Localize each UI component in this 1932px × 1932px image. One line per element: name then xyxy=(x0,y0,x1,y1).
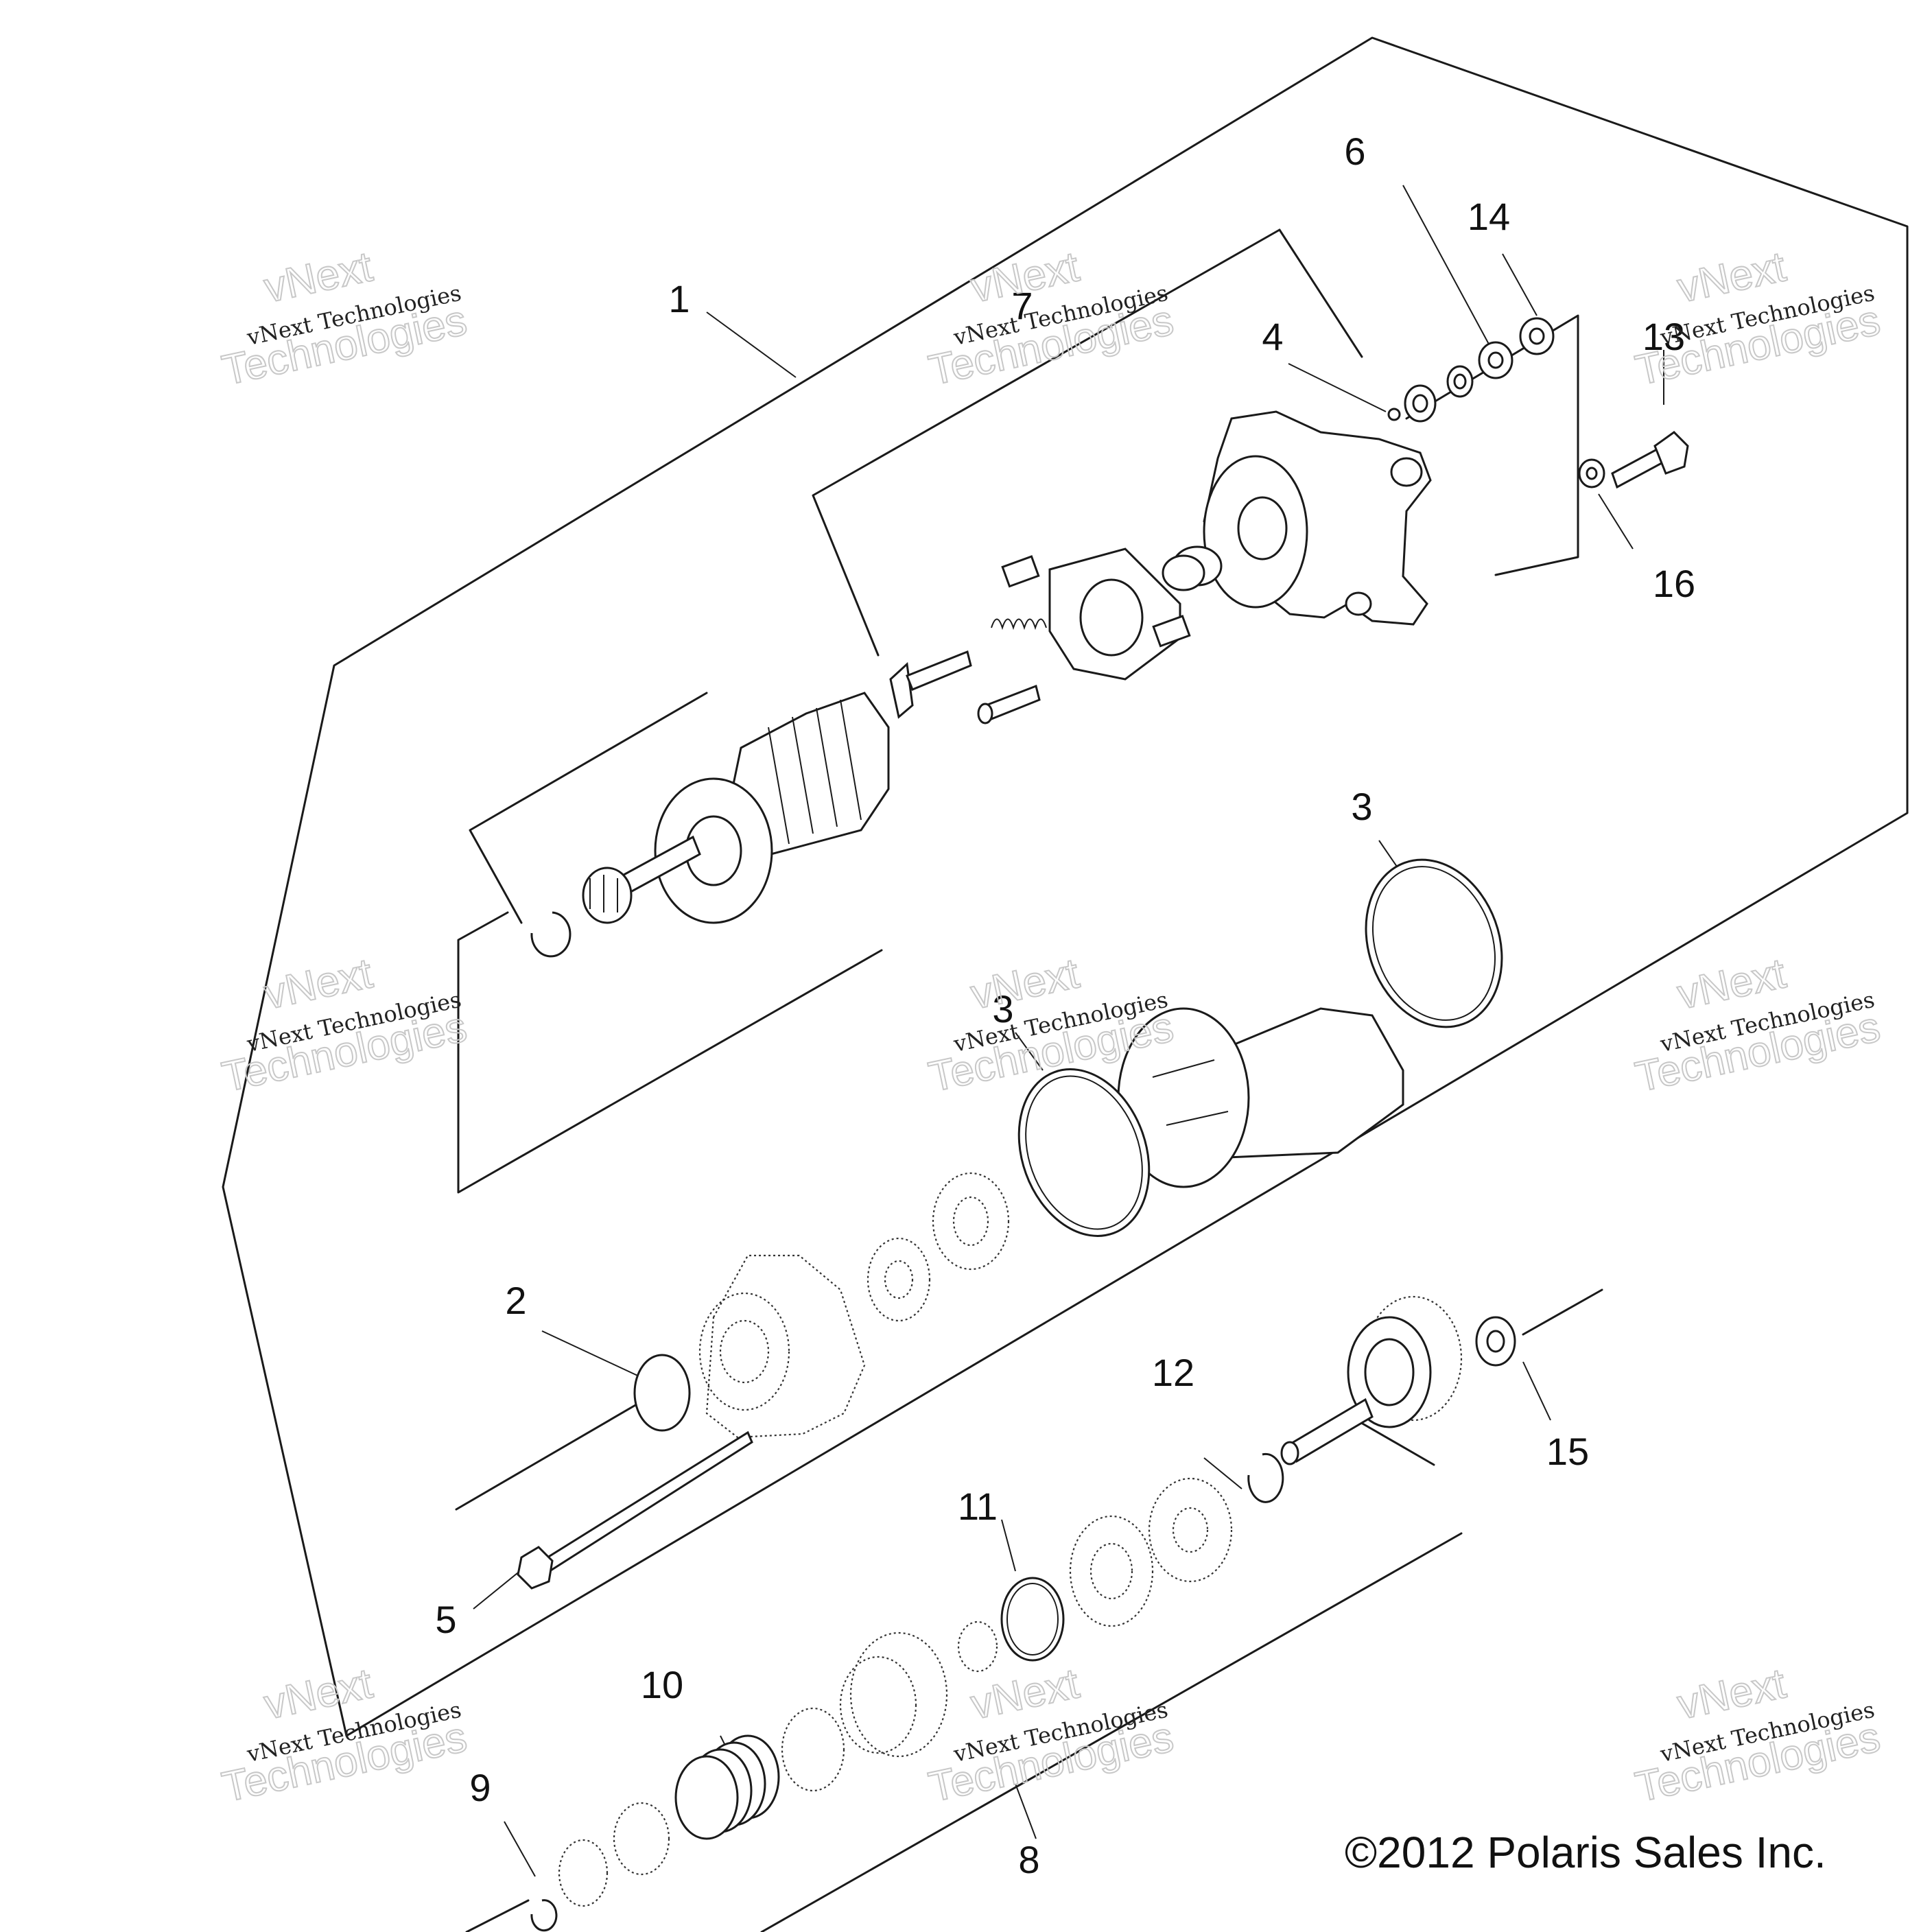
callout-1: 1 xyxy=(668,277,690,320)
part-15-washer xyxy=(1475,1316,1516,1367)
bearing-small xyxy=(867,1237,931,1322)
screw-short xyxy=(977,684,1041,724)
part-14-nut xyxy=(1519,317,1555,355)
stop-collar-1 xyxy=(613,1802,670,1876)
collar xyxy=(781,1707,845,1792)
callout-labels: 1 2 3 3 4 5 6 7 8 9 10 11 12 13 14 15 16 xyxy=(435,130,1695,1881)
brush-holder-bracket-b xyxy=(812,228,1281,657)
watermark-top-left: vNext vNext Technologies Technologies xyxy=(217,242,471,395)
callout-3-upper: 3 xyxy=(1351,785,1372,828)
part-5-through-bolt xyxy=(517,1430,753,1590)
axis-line-bottom xyxy=(465,1899,530,1932)
callout-6: 6 xyxy=(1344,130,1365,173)
callout-5: 5 xyxy=(435,1598,456,1641)
watermark-mid-left: vNext vNext Technologies Technologies xyxy=(217,949,471,1102)
end-cover xyxy=(1203,410,1432,626)
callout-14: 14 xyxy=(1468,195,1510,238)
watermark-top-mid: vNext vNext Technologies Technologies xyxy=(924,242,1178,395)
axis-line-through-bolt xyxy=(455,1398,646,1511)
callout-12: 12 xyxy=(1152,1351,1194,1394)
pinion-drive xyxy=(1280,1295,1463,1465)
callout-16: 16 xyxy=(1653,562,1695,605)
small-washer xyxy=(957,1621,998,1673)
yoke-housing xyxy=(1117,1007,1404,1188)
callout-2: 2 xyxy=(505,1279,526,1322)
oring-3-upper xyxy=(1365,858,1503,1028)
callout-3-lower: 3 xyxy=(992,987,1013,1030)
part-6-insulator xyxy=(1404,384,1437,423)
part-13-bolt xyxy=(1611,431,1689,489)
armature-bracket xyxy=(469,692,708,924)
watermark-bottom-right: vNext vNext Technologies Technologies xyxy=(1631,1659,1885,1812)
watermark-top-right: vNext vNext Technologies Technologies xyxy=(1631,242,1885,395)
part-2-cap xyxy=(633,1354,691,1432)
bearing-large xyxy=(932,1172,1010,1271)
callout-4: 4 xyxy=(1262,315,1283,358)
callout-15: 15 xyxy=(1546,1430,1589,1473)
bushing xyxy=(1162,545,1223,591)
oring-3-lower xyxy=(1017,1068,1151,1237)
callout-8: 8 xyxy=(1018,1838,1039,1881)
part-12-snap-ring xyxy=(1247,1452,1284,1503)
part-washer xyxy=(1446,365,1474,398)
screw-long xyxy=(889,650,972,719)
part-11-ring xyxy=(1000,1577,1065,1662)
watermark-mid-right: vNext vNext Technologies Technologies xyxy=(1631,949,1885,1102)
drive-bracket-b xyxy=(760,1532,1463,1932)
callout-7: 7 xyxy=(1011,284,1033,327)
assembly-boundary xyxy=(222,36,1909,1737)
watermark-bottom-mid: vNext vNext Technologies Technologies xyxy=(924,1659,1178,1812)
armature xyxy=(582,692,890,924)
callout-13: 13 xyxy=(1642,315,1685,358)
part-4-pin xyxy=(1387,408,1401,421)
axis-line-drive xyxy=(1522,1288,1603,1336)
brush-holder xyxy=(991,547,1191,681)
callout-11: 11 xyxy=(958,1485,998,1528)
internal-gear xyxy=(1069,1515,1154,1627)
lower-armature-bracket xyxy=(457,911,883,1194)
planet-carrier xyxy=(1148,1477,1233,1583)
copyright-notice: ©2012 Polaris Sales Inc. xyxy=(1345,1828,1826,1877)
callout-10: 10 xyxy=(641,1663,683,1706)
part-6-nut xyxy=(1478,341,1513,379)
callout-9: 9 xyxy=(469,1766,491,1809)
stop-collar-2 xyxy=(558,1839,609,1907)
watermark-bottom-left: vNext vNext Technologies Technologies xyxy=(217,1659,471,1812)
part-10-spring xyxy=(674,1734,780,1840)
part-16-washer xyxy=(1578,458,1605,488)
armature-snap-ring xyxy=(530,911,572,958)
drive-housing xyxy=(698,1254,866,1439)
brush-holder-bracket xyxy=(1278,228,1363,358)
clutch-gear xyxy=(839,1631,948,1758)
part-9-snap-ring xyxy=(530,1899,558,1932)
